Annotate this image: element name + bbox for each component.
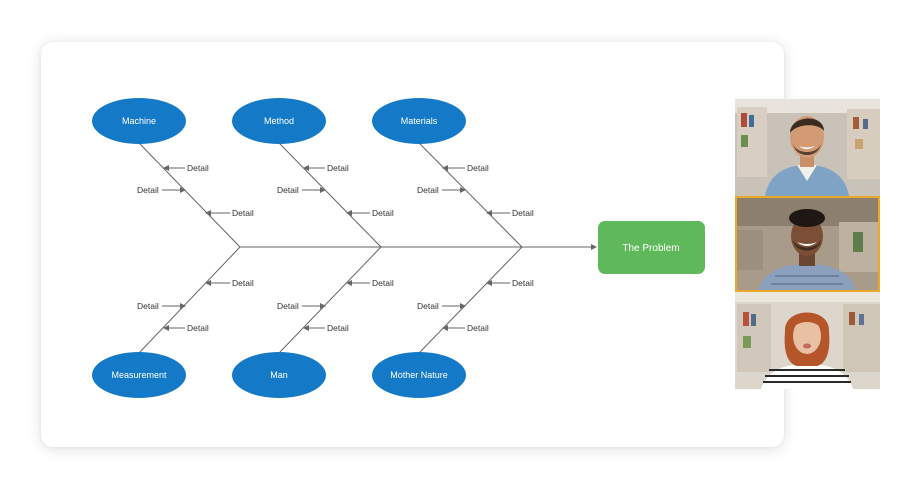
- video-tile-participant-3[interactable]: [735, 292, 880, 389]
- participant-woman-redhair-avatar: [735, 292, 880, 389]
- video-call-panel: [735, 99, 880, 389]
- bone-mother-nature: [418, 246, 523, 354]
- category-measurement[interactable]: Measurement: [92, 352, 186, 398]
- detail-label: Detail: [187, 323, 209, 333]
- problem-label: The Problem: [622, 243, 679, 254]
- detail-label: Detail: [277, 185, 299, 195]
- category-man[interactable]: Man: [232, 352, 326, 398]
- detail-label: Detail: [232, 208, 254, 218]
- detail-label: Detail: [417, 301, 439, 311]
- participant-man-curly-avatar: [735, 195, 880, 293]
- detail-label: Detail: [512, 208, 534, 218]
- bone-materials: [418, 142, 523, 248]
- category-label: Mother Nature: [390, 370, 448, 380]
- video-tile-participant-2[interactable]: [735, 195, 880, 293]
- category-label: Method: [264, 116, 294, 126]
- participant-man-smiling-avatar: [735, 99, 880, 196]
- detail-label: Detail: [467, 323, 489, 333]
- bone-measurement: [138, 246, 241, 354]
- category-label: Machine: [122, 116, 156, 126]
- detail-label: Detail: [137, 185, 159, 195]
- detail-label: Detail: [372, 278, 394, 288]
- detail-label: Detail: [327, 163, 349, 173]
- detail-label: Detail: [417, 185, 439, 195]
- detail-label: Detail: [372, 208, 394, 218]
- category-mother-nature[interactable]: Mother Nature: [372, 352, 466, 398]
- video-tile-participant-1[interactable]: [735, 99, 880, 196]
- detail-label: Detail: [512, 278, 534, 288]
- detail-label: Detail: [232, 278, 254, 288]
- category-materials[interactable]: Materials: [372, 98, 466, 144]
- bone-method: [278, 142, 382, 248]
- category-label: Materials: [401, 116, 438, 126]
- problem-box[interactable]: The Problem: [598, 221, 705, 274]
- detail-label: Detail: [277, 301, 299, 311]
- category-method[interactable]: Method: [232, 98, 326, 144]
- category-label: Measurement: [111, 370, 167, 380]
- bone-machine: [138, 142, 241, 248]
- bone-man: [278, 246, 382, 354]
- detail-label: Detail: [467, 163, 489, 173]
- detail-label: Detail: [187, 163, 209, 173]
- category-label: Man: [270, 370, 288, 380]
- detail-label: Detail: [137, 301, 159, 311]
- category-machine[interactable]: Machine: [92, 98, 186, 144]
- detail-label: Detail: [327, 323, 349, 333]
